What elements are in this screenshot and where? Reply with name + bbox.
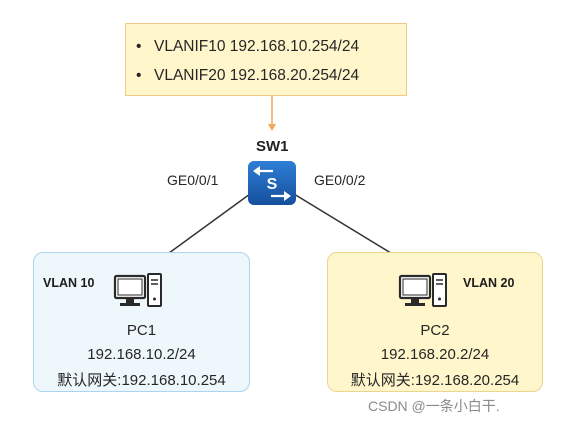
vlanif10-line: • VLANIF10 192.168.10.254/24 xyxy=(136,38,359,56)
switch-icon: S xyxy=(248,161,296,205)
pc-icon xyxy=(113,273,162,307)
switch-arrowhead-bottom xyxy=(284,191,291,201)
vlanif20-text: VLANIF20 192.168.20.254/24 xyxy=(154,67,360,84)
vlanif-info-box: • VLANIF10 192.168.10.254/24 • VLANIF20 19… xyxy=(125,23,407,96)
port-label-right: GE0/0/2 xyxy=(314,172,366,188)
vlanif10-text: VLANIF10 192.168.10.254/24 xyxy=(154,38,360,55)
bullet: • xyxy=(136,38,142,55)
switch-arrowhead-top xyxy=(253,166,260,176)
pc1-name: PC1 xyxy=(126,322,157,339)
switch-name: SW1 xyxy=(256,138,289,155)
switch-letter: S xyxy=(267,176,278,193)
vlan10-tag: VLAN 10 xyxy=(43,276,95,290)
vlan20-tag: VLAN 20 xyxy=(463,276,515,290)
vlanif20-line: • VLANIF20 192.168.20.254/24 xyxy=(136,67,359,85)
port-label-left: GE0/0/1 xyxy=(167,172,219,188)
pc2-ip: 192.168.20.2/24 xyxy=(380,346,490,363)
pc1-gateway: 默认网关:192.168.10.254 xyxy=(57,372,226,389)
vlan10-area xyxy=(33,252,250,392)
bullet: • xyxy=(136,67,142,84)
pc2-name: PC2 xyxy=(420,322,450,339)
connector-arrowhead xyxy=(268,124,276,131)
pc-icon xyxy=(398,273,447,307)
watermark: CSDN @一条小白干. xyxy=(368,398,500,414)
pc1-ip: 192.168.10.2/24 xyxy=(87,346,196,363)
pc2-gateway: 默认网关:192.168.20.254 xyxy=(350,372,520,389)
